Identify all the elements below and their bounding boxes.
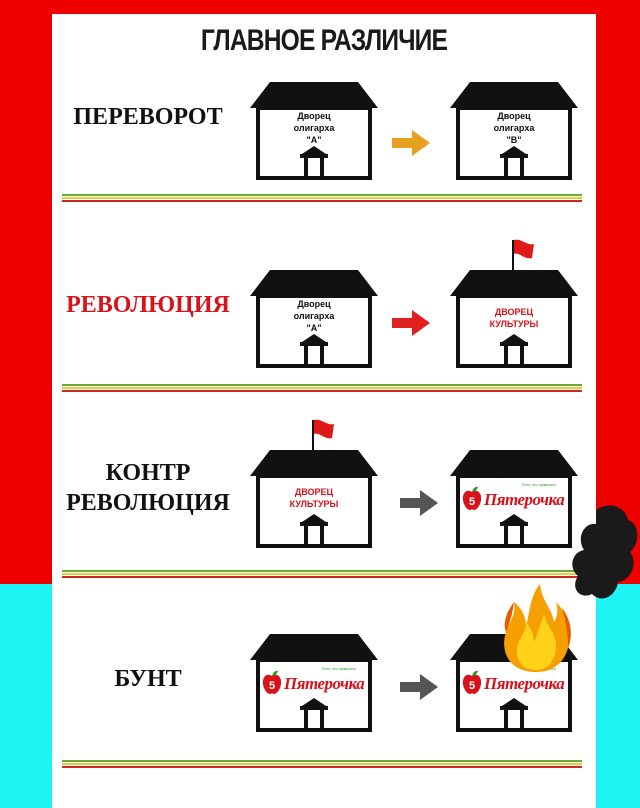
row-label-revolution: РЕВОЛЮЦИЯ — [66, 292, 230, 318]
divider — [62, 570, 582, 578]
apple-logo-icon: 5 — [262, 670, 282, 694]
svg-text:5: 5 — [469, 680, 475, 692]
divider — [62, 760, 582, 768]
house-pyaterochka: 5 Есть что сравнить Пятерочка — [246, 626, 382, 736]
poster-title: ГЛАВНОЕ РАЗЛИЧИЕ — [200, 24, 448, 57]
row-label-perevorot: ПЕРЕВОРОТ — [73, 104, 223, 130]
red-flag-icon — [312, 419, 334, 452]
pyaterochka-logo: 5 Есть что сравнить Пятерочка — [260, 664, 372, 704]
arrow-right-icon — [400, 490, 438, 516]
divider — [62, 194, 582, 202]
apple-logo-icon: 5 — [462, 486, 482, 510]
arrow-right-icon — [392, 130, 430, 156]
house-pyaterochka: 5 Есть что сравнить Пятерочка — [446, 442, 582, 552]
apple-logo-icon: 5 — [462, 670, 482, 694]
arrow-right-icon — [400, 674, 438, 700]
red-flag-icon — [512, 239, 534, 272]
svg-text:5: 5 — [469, 496, 475, 508]
pyaterochka-logo: 5 Есть что сравнить Пятерочка — [460, 480, 572, 520]
arrow-right-icon — [392, 310, 430, 336]
row-label-riot: БУНТ — [114, 666, 182, 692]
smoke-blot — [572, 505, 638, 599]
svg-text:5: 5 — [269, 680, 275, 692]
fire-icon — [504, 584, 571, 672]
divider — [62, 384, 582, 392]
